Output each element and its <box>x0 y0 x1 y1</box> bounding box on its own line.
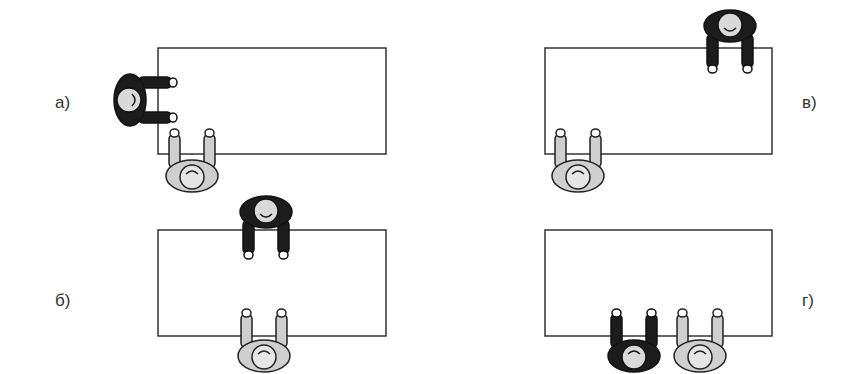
table <box>545 48 772 154</box>
person-grey <box>552 129 604 192</box>
table <box>545 230 772 336</box>
person-black <box>704 10 756 73</box>
person-grey <box>238 309 290 372</box>
table <box>158 48 386 154</box>
variant-label: а) <box>55 94 70 111</box>
variant-label: б) <box>55 292 70 309</box>
person-grey <box>674 309 726 372</box>
table <box>158 230 386 336</box>
variant-label: в) <box>802 94 817 111</box>
variant-label: г) <box>802 292 814 309</box>
person-black <box>608 309 660 372</box>
person-black <box>114 74 177 126</box>
person-black <box>240 196 292 259</box>
person-grey <box>166 129 218 192</box>
